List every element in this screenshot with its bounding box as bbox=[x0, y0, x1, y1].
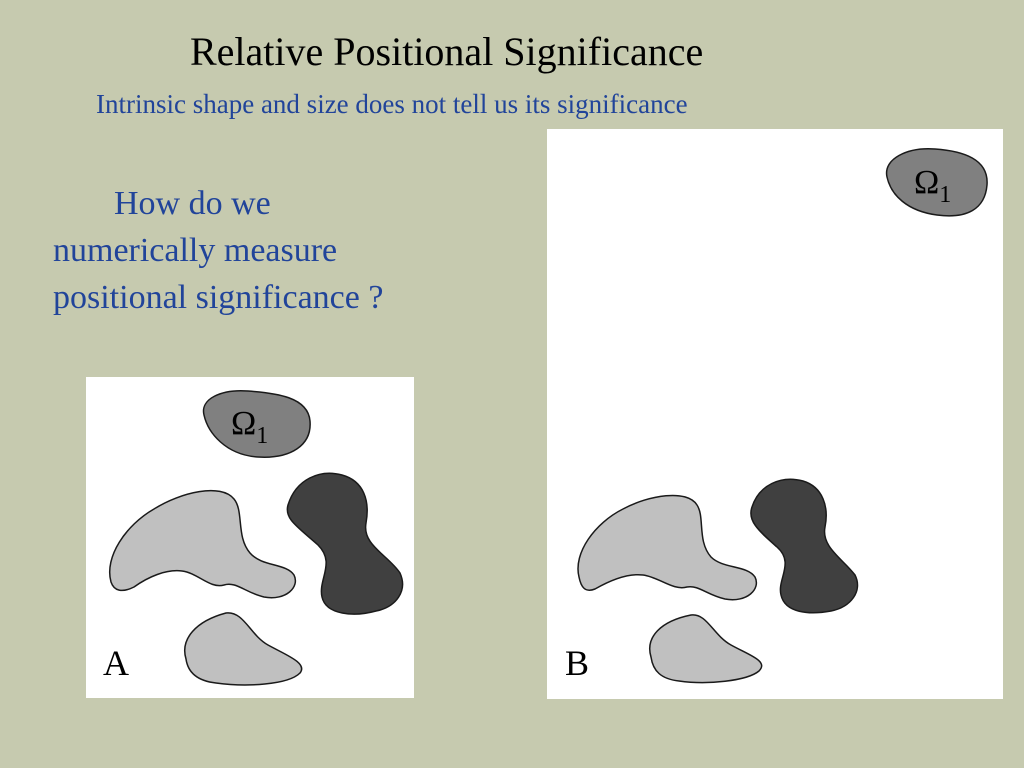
question-line-3: positional significance ? bbox=[53, 279, 384, 316]
light-region-small-a bbox=[184, 612, 303, 686]
panel-b-label: B bbox=[565, 643, 590, 683]
panel-b-shapes bbox=[577, 148, 988, 684]
omega-symbol: Ω bbox=[914, 164, 940, 201]
omega-region-b bbox=[885, 148, 988, 217]
omega-symbol: Ω bbox=[231, 405, 257, 442]
question-line-2: numerically measure bbox=[53, 232, 338, 269]
light-region-large-a bbox=[108, 489, 297, 599]
panel-b: Ω1 B bbox=[547, 129, 1003, 699]
question-text: How do we numerically measure positional… bbox=[53, 180, 483, 321]
dark-region-a bbox=[286, 472, 404, 615]
slide-subtitle: Intrinsic shape and size does not tell u… bbox=[96, 89, 688, 119]
omega-label-b: Ω1 bbox=[914, 164, 951, 214]
omega-subscript: 1 bbox=[256, 423, 269, 449]
omega-label-a: Ω1 bbox=[231, 405, 268, 455]
light-region-large-b bbox=[577, 494, 758, 601]
panel-a-label: A bbox=[103, 643, 129, 683]
question-line-1: How do we bbox=[114, 185, 271, 222]
dark-region-b bbox=[750, 478, 859, 614]
slide-title: Relative Positional Significance bbox=[190, 29, 704, 74]
panel-a-shapes bbox=[108, 390, 404, 686]
panel-a: Ω1 A bbox=[86, 377, 414, 698]
omega-subscript: 1 bbox=[939, 182, 952, 208]
light-region-small-b bbox=[649, 614, 763, 684]
omega-region-a bbox=[202, 390, 311, 458]
